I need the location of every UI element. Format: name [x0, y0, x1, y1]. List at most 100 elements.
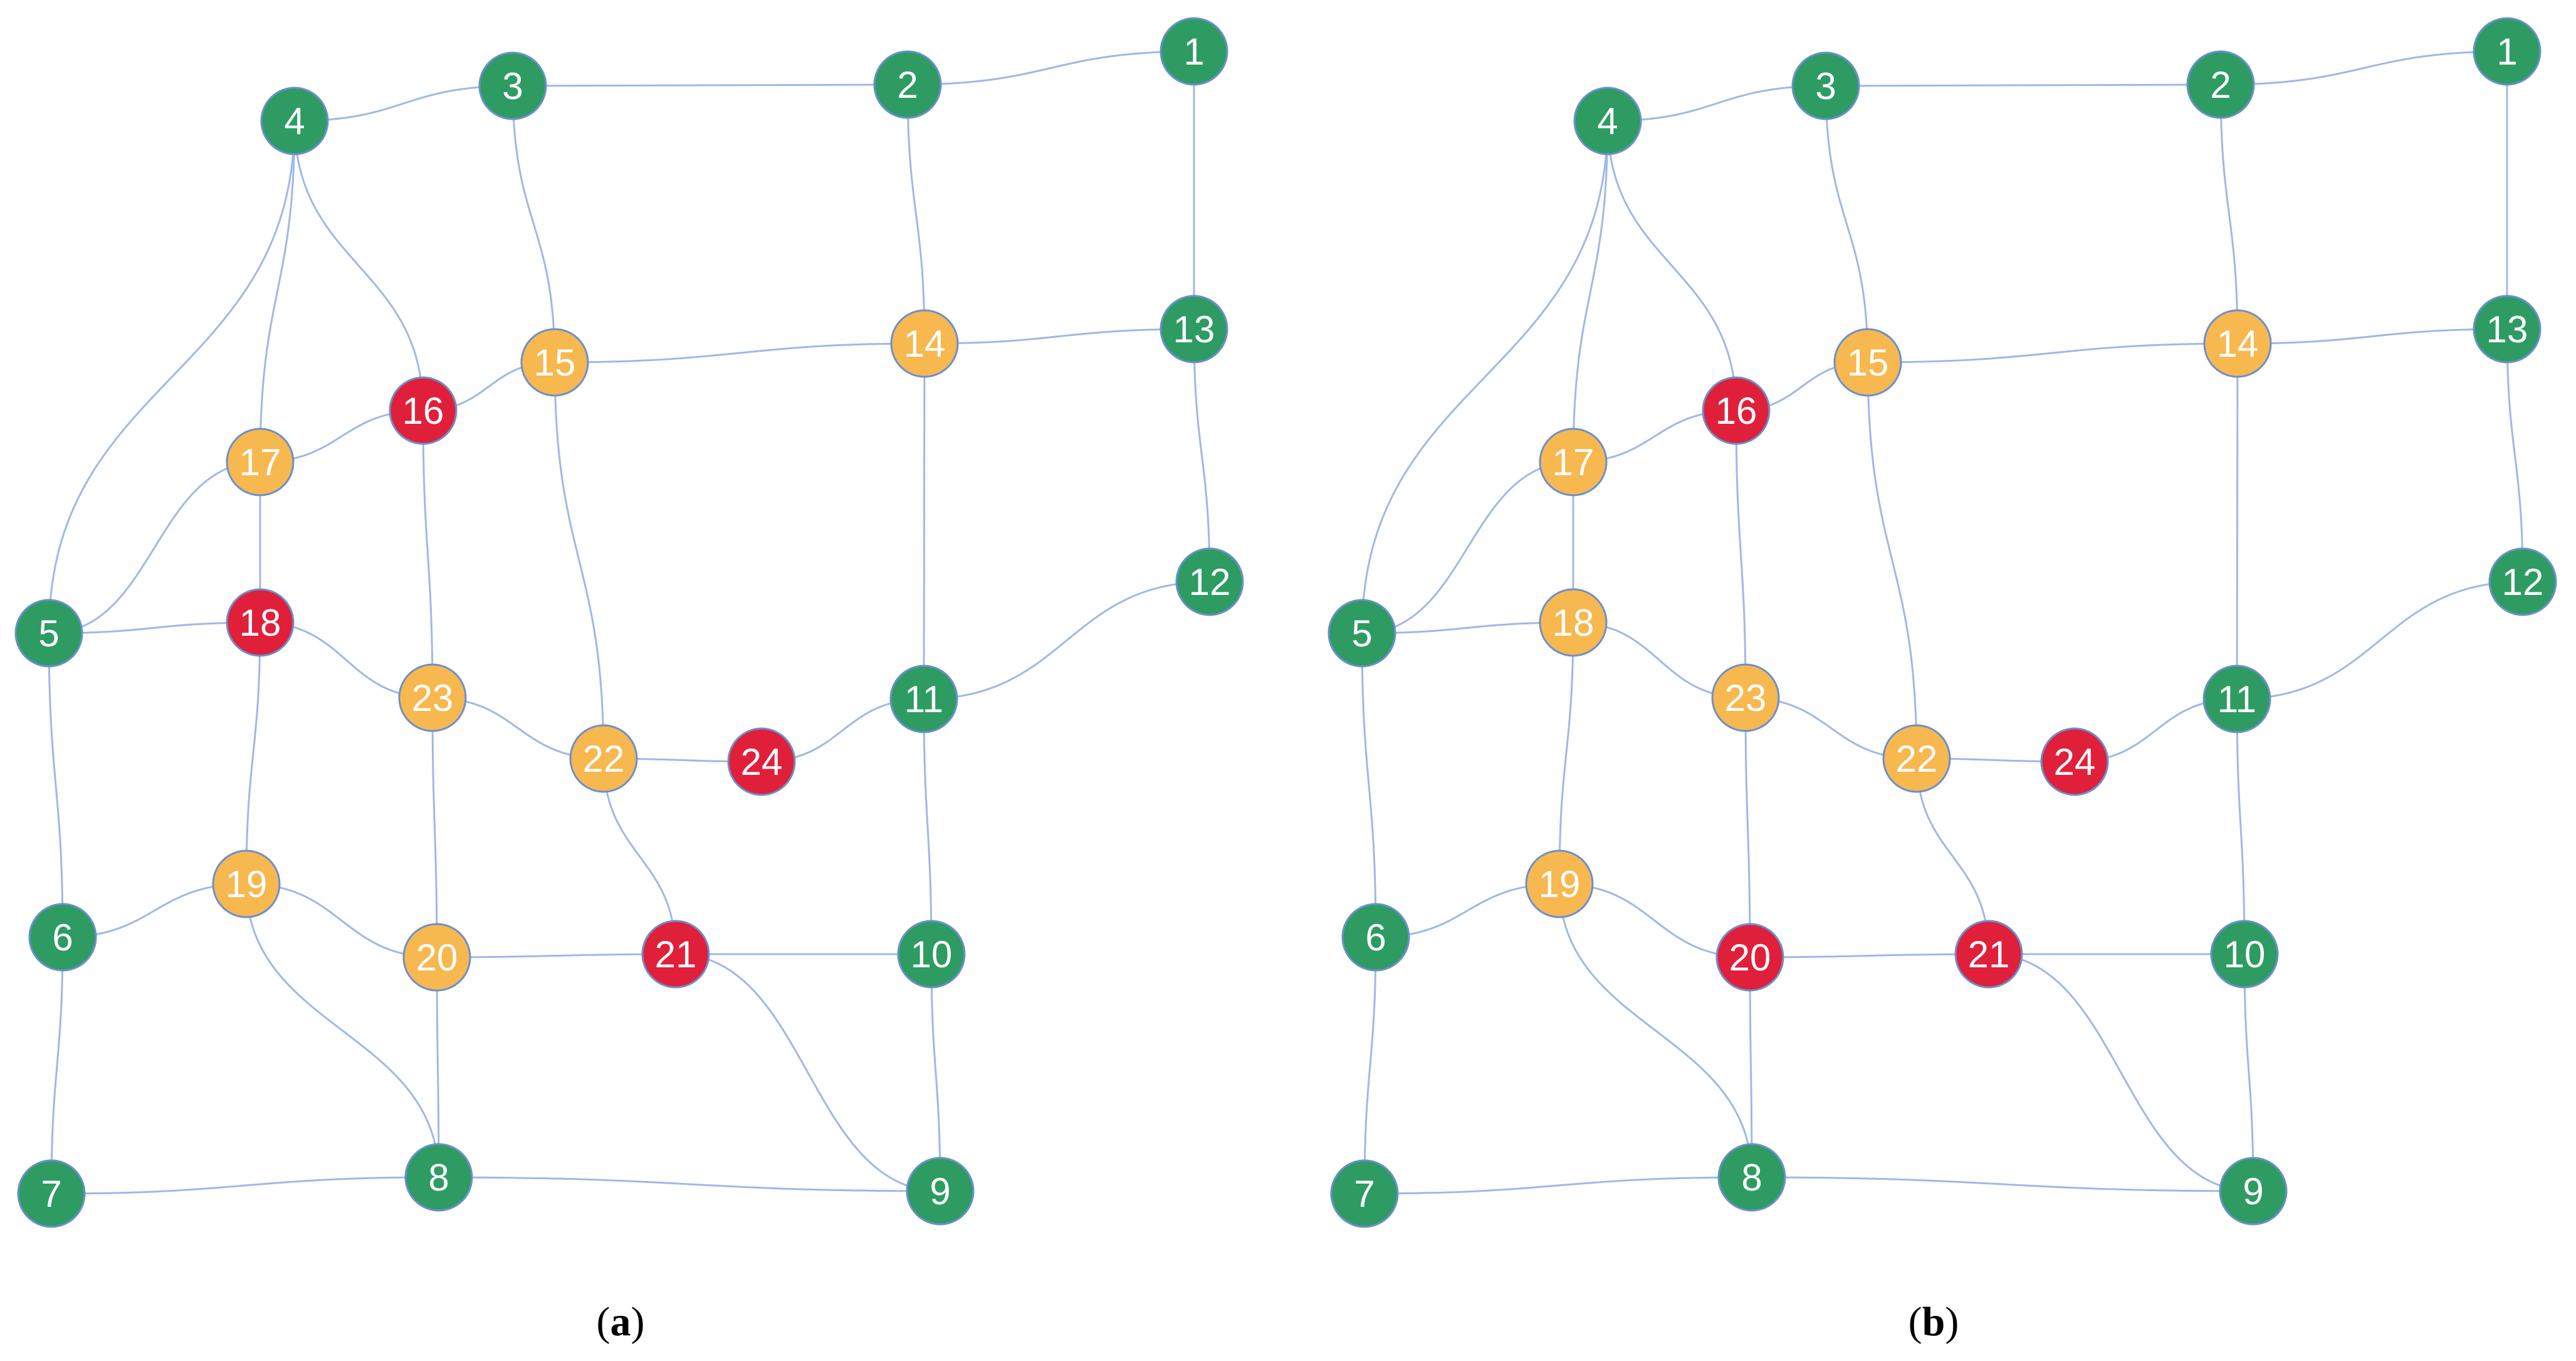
node-1-circle — [1160, 17, 1228, 86]
node-21-circle — [1954, 920, 2023, 989]
node-8: 8 — [404, 1143, 473, 1212]
edge-4-16 — [293, 120, 424, 411]
node-10-label: 10 — [2224, 933, 2266, 975]
node-24: 24 — [2040, 727, 2109, 796]
node-7-circle — [1330, 1159, 1399, 1228]
node-20: 20 — [402, 923, 471, 992]
edge-11-10 — [923, 698, 933, 955]
node-17-label: 17 — [1552, 441, 1594, 483]
edge-2-14 — [906, 84, 926, 344]
node-18: 18 — [1539, 588, 1608, 657]
node-16-label: 16 — [1715, 390, 1757, 432]
edge-2-14 — [2219, 84, 2239, 344]
node-9-circle — [2219, 1157, 2288, 1226]
node-1: 1 — [2473, 17, 2542, 86]
node-3-label: 3 — [1815, 65, 1836, 107]
node-7-label: 7 — [1354, 1173, 1374, 1215]
edge-7-8 — [1364, 1176, 1752, 1195]
node-16-label: 16 — [402, 390, 444, 432]
node-10: 10 — [897, 920, 966, 989]
node-17-circle — [1539, 428, 1608, 497]
edge-16-23 — [1735, 410, 1747, 698]
node-14-label: 14 — [2217, 323, 2259, 365]
edge-2-3 — [512, 83, 908, 87]
node-6-label: 6 — [1365, 917, 1386, 959]
edge-20-21 — [1749, 953, 1989, 959]
node-22-label: 22 — [1896, 738, 1938, 780]
node-6: 6 — [28, 903, 97, 972]
edge-10-9 — [2243, 954, 2254, 1192]
node-11-label: 11 — [2217, 678, 2256, 720]
edge-18-19 — [1558, 622, 1574, 885]
edge-12-11 — [2236, 581, 2523, 700]
node-20-label: 20 — [416, 937, 458, 979]
node-14-circle — [2203, 309, 2272, 378]
edge-12-11 — [923, 581, 1210, 700]
edge-5-18 — [1361, 621, 1574, 634]
node-15-label: 15 — [534, 342, 576, 384]
edge-4-17 — [1572, 120, 1609, 463]
edge-20-21 — [436, 953, 676, 959]
node-19-circle — [1525, 849, 1594, 918]
node-21: 21 — [1954, 920, 2023, 989]
node-18: 18 — [226, 588, 295, 657]
node-19: 19 — [1525, 849, 1594, 918]
node-24-label: 24 — [741, 741, 783, 783]
node-23-circle — [398, 663, 467, 732]
node-23-label: 23 — [412, 677, 454, 719]
edge-23-20 — [1744, 697, 1751, 958]
node-3: 3 — [478, 51, 547, 120]
edge-3-4 — [294, 85, 513, 122]
edge-6-7 — [50, 937, 64, 1194]
node-13-label: 13 — [2486, 308, 2528, 350]
node-18-label: 18 — [239, 602, 281, 644]
node-17: 17 — [1539, 428, 1608, 497]
node-18-circle — [226, 588, 295, 657]
node-24: 24 — [727, 727, 796, 796]
edge-21-9 — [1988, 953, 2254, 1192]
node-17-circle — [226, 428, 295, 497]
node-9-circle — [906, 1157, 975, 1226]
edge-6-7 — [1363, 937, 1377, 1194]
node-20-circle — [1715, 923, 1784, 992]
node-8-circle — [404, 1143, 473, 1212]
node-22-circle — [1882, 724, 1951, 793]
node-5-circle — [1327, 599, 1396, 668]
node-7-label: 7 — [41, 1173, 61, 1215]
node-24-circle — [727, 727, 796, 796]
node-23: 23 — [1711, 663, 1780, 732]
node-9: 9 — [906, 1157, 975, 1226]
node-14: 14 — [890, 309, 959, 378]
node-10-label: 10 — [911, 933, 953, 975]
node-9: 9 — [2219, 1157, 2288, 1226]
node-15-label: 15 — [1847, 342, 1889, 384]
node-10-circle — [2210, 920, 2279, 989]
edge-5-17 — [1361, 461, 1574, 634]
node-2-label: 2 — [2210, 64, 2231, 106]
caption-a: (a) — [597, 1299, 645, 1345]
node-16-circle — [389, 376, 458, 445]
node-18-label: 18 — [1552, 602, 1594, 644]
node-11: 11 — [2202, 665, 2271, 733]
node-7: 7 — [17, 1159, 86, 1228]
node-3-label: 3 — [502, 65, 523, 107]
edge-10-9 — [930, 954, 941, 1192]
node-5-circle — [14, 599, 83, 668]
node-12: 12 — [2488, 547, 2557, 616]
node-19: 19 — [212, 849, 281, 918]
edge-13-12 — [2506, 328, 2524, 582]
node-15: 15 — [1833, 328, 1902, 397]
node-13-circle — [2473, 295, 2542, 364]
edge-5-17 — [48, 461, 261, 634]
edge-20-8 — [436, 957, 440, 1178]
node-2: 2 — [873, 50, 942, 119]
node-6: 6 — [1341, 903, 1410, 972]
node-5-label: 5 — [38, 612, 59, 654]
node-19-label: 19 — [226, 863, 268, 905]
node-10: 10 — [2210, 920, 2279, 989]
node-6-circle — [1341, 903, 1410, 972]
edge-22-21 — [602, 758, 677, 955]
node-6-circle — [28, 903, 97, 972]
